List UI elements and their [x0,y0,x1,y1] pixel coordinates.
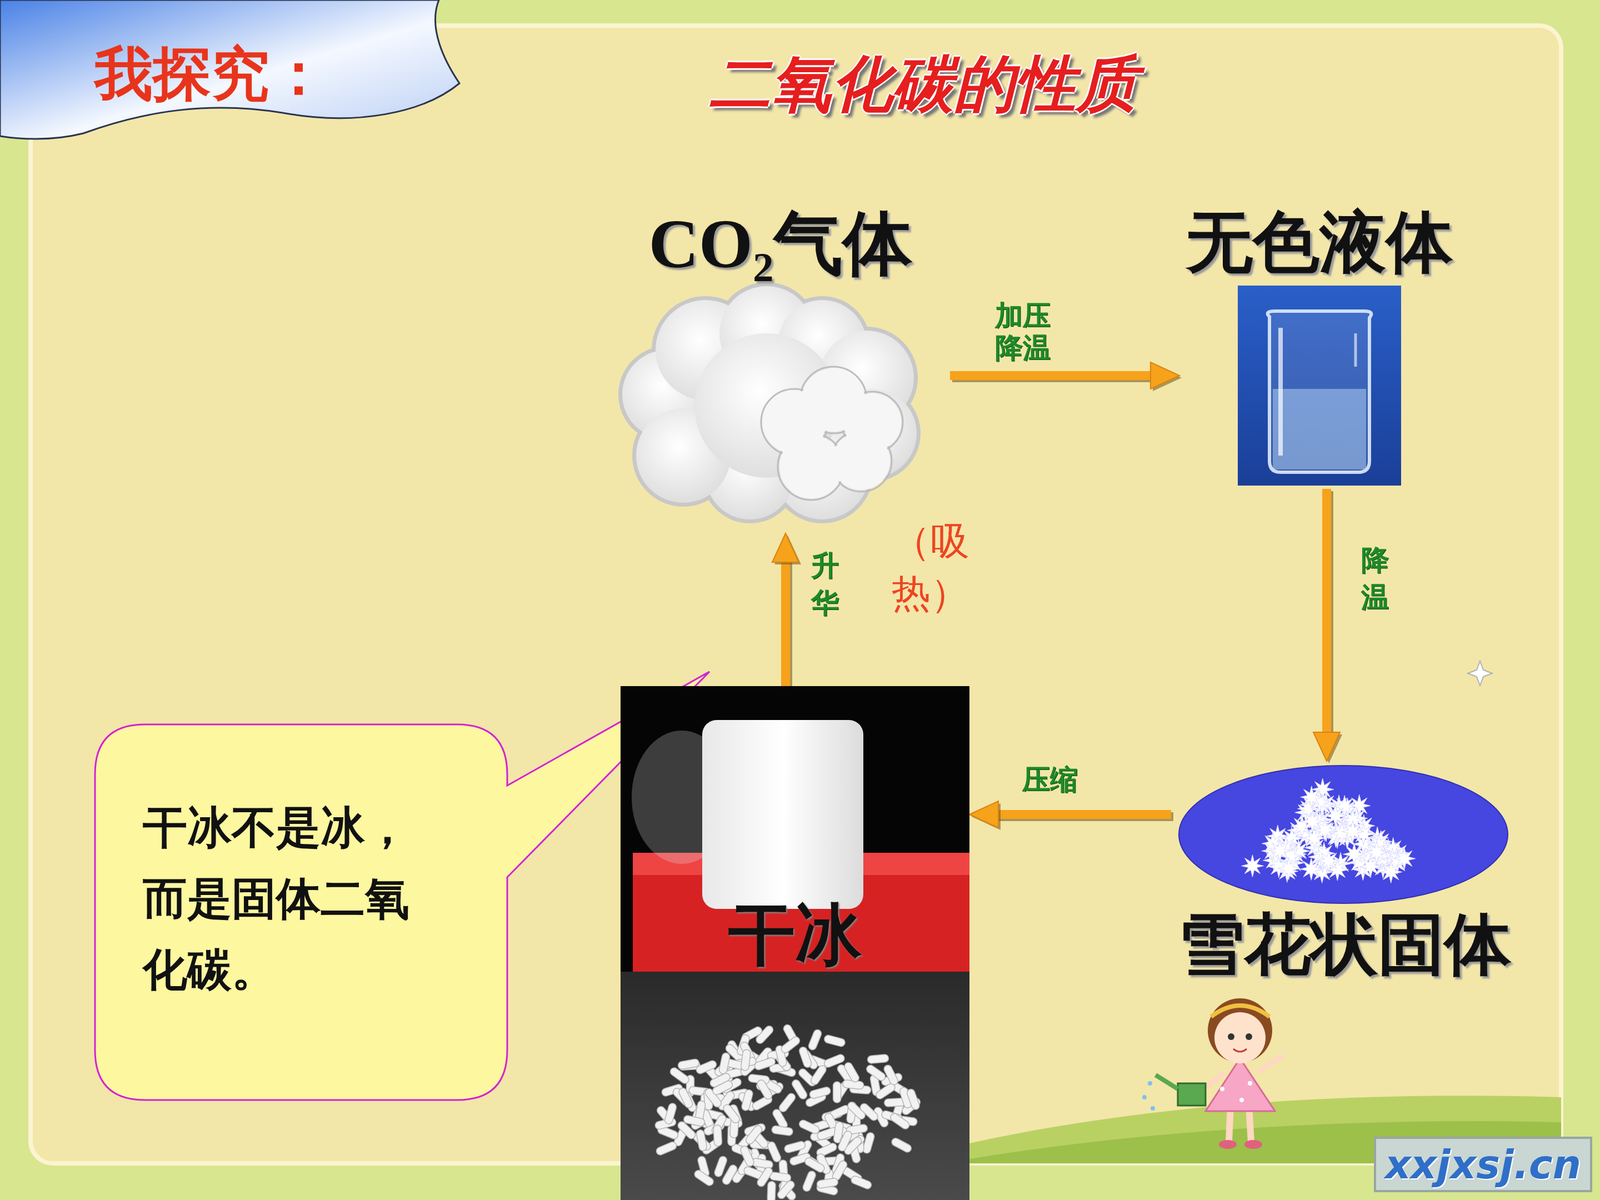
node-heading: 干冰 [728,897,862,974]
girl-illustration [1142,998,1284,1149]
node-heading: 雪花状固体 [1177,906,1512,984]
arrow-line [781,558,790,687]
banner-text: 我探究： [94,38,469,109]
arrow-label: 压缩 [1022,761,1078,799]
gas-node: CO₂气体 [611,200,950,534]
arrow-head [969,801,999,828]
slide-title: 二氧化碳的性质 [709,43,1138,127]
arrow-line [1322,488,1332,736]
callout-text: 干冰不是冰，而是固体二氧化碳。 [142,792,412,1006]
phase-change-arrow [772,533,802,689]
phase-change-arrow [969,801,1174,830]
phase-change-arrow [1313,488,1343,764]
liquid-node: 无色液体 [1179,200,1460,489]
snowflake-decoration [1467,661,1493,686]
heat-note: （吸热） [891,515,931,620]
arrow-line [950,371,1154,380]
arrow-line [995,810,1172,819]
callout-bubble: 干冰不是冰，而是固体二氧化碳。 [95,724,508,1100]
dry-ice-node: 干冰 [620,686,970,1200]
title-banner: 我探究： [0,0,469,138]
node-heading: 无色液体 [1186,204,1453,282]
snow-node: 雪花状固体 [1171,761,1518,995]
arrow-head [1313,732,1340,762]
node-heading: CO₂气体 [648,204,913,285]
arrow-label: 加压 降温 [994,300,1052,364]
watermark: xxjxsj.cn [1373,1136,1593,1193]
arrow-head [1150,362,1180,389]
arrow-head [772,533,799,563]
arrow-label: 降温 [1361,541,1389,617]
phase-change-arrow [950,362,1182,392]
arrow-label: 升华 [811,547,839,622]
